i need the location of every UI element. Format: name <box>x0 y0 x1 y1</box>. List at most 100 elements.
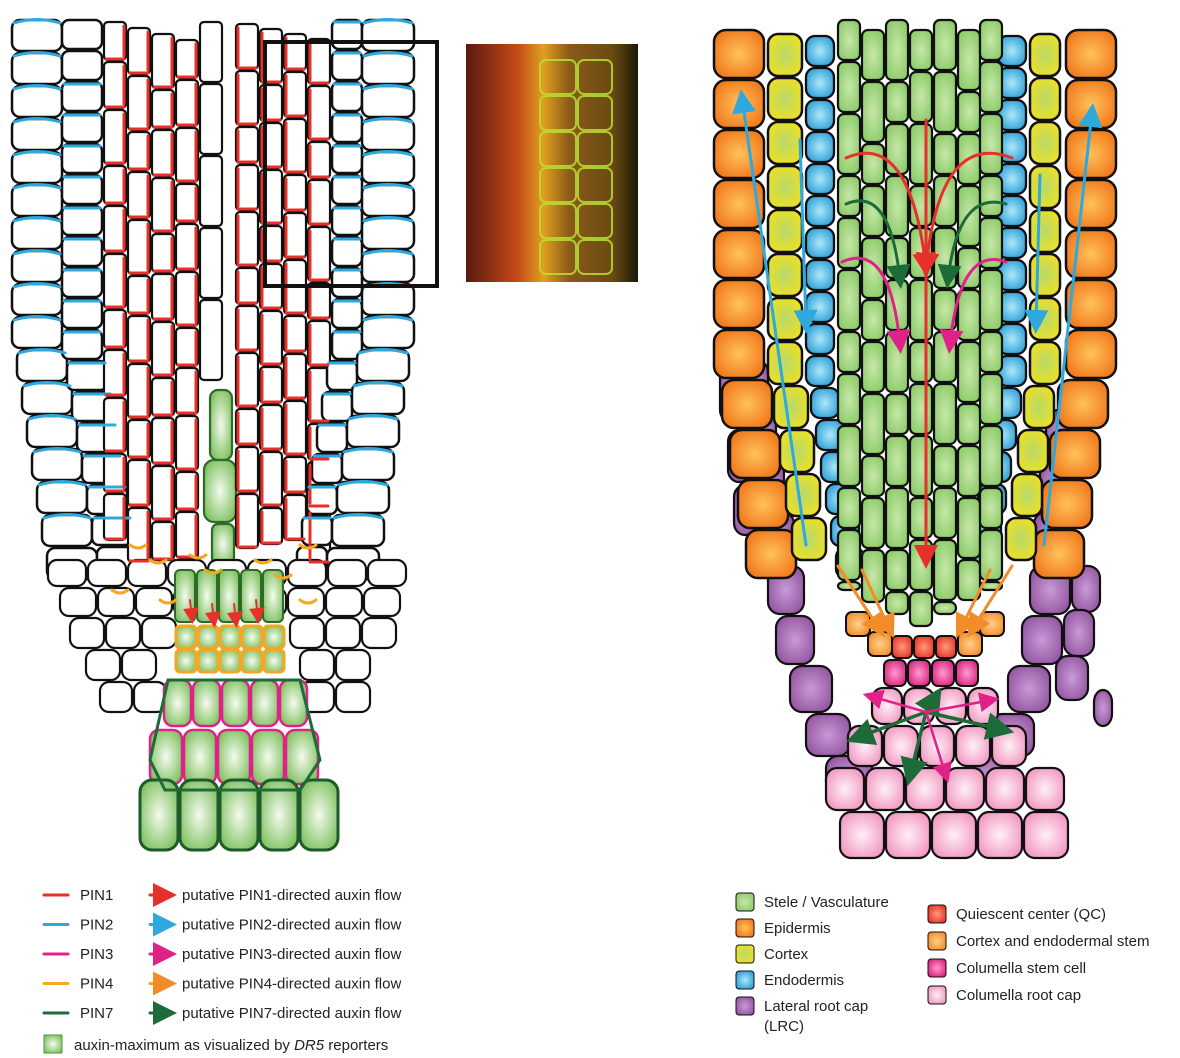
columella-cap-cell <box>932 812 976 858</box>
root-cap-cell <box>70 618 104 648</box>
cortex-cell <box>62 237 102 266</box>
lrc-cell <box>806 714 850 756</box>
root-cap-cell <box>336 650 370 680</box>
pin-name: PIN3 <box>80 946 113 963</box>
stele-cell <box>980 488 1002 528</box>
stele-cell <box>862 300 884 340</box>
epidermis-cell <box>332 515 384 546</box>
stele-cell <box>910 124 932 184</box>
epidermis-cell <box>12 53 62 84</box>
epidermis-cell <box>12 251 62 282</box>
cortex-cell <box>62 330 102 359</box>
cortex-cell <box>1018 430 1048 472</box>
cortex-cell <box>768 122 802 164</box>
stele-cell <box>958 30 980 90</box>
stele-cell <box>980 332 1002 372</box>
epidermis-cell <box>362 119 414 150</box>
cell-type-label: Epidermis <box>764 920 831 937</box>
cortex-cell <box>786 474 820 516</box>
epidermis-cell <box>12 218 62 249</box>
stele-cell <box>200 228 222 298</box>
root-cap-cell <box>48 560 86 586</box>
stele-cell <box>910 280 932 340</box>
stele-cell <box>910 384 932 434</box>
cell-type-legend: Stele / VasculatureEpidermisCortexEndode… <box>736 893 1149 1035</box>
epidermis-cell <box>722 380 772 428</box>
root-cap-cell <box>328 560 366 586</box>
columella-cell <box>218 730 250 784</box>
qc-cell <box>242 650 262 672</box>
endodermis-cell <box>806 260 834 290</box>
stele-cell <box>934 488 956 538</box>
confocal-micrograph-icon <box>466 44 638 282</box>
endodermis-cell <box>811 388 839 418</box>
cortex-cell <box>332 113 362 142</box>
epidermis-cell <box>27 416 77 447</box>
stele-cell <box>958 498 980 558</box>
epidermis-cell <box>12 284 62 315</box>
cortex-cell <box>1030 78 1060 120</box>
columella-cap-cell <box>956 726 990 766</box>
root-cap-cell <box>122 650 156 680</box>
stele-cell <box>958 342 980 402</box>
stele-cell <box>958 248 980 288</box>
cortex-cell <box>62 144 102 173</box>
epidermis-cell <box>1066 30 1116 78</box>
stele-cell <box>980 530 1002 580</box>
cortex-cell <box>322 392 352 421</box>
columella-cap-cell <box>826 768 864 810</box>
root-cap-cell <box>88 560 126 586</box>
stele-cell <box>980 114 1002 174</box>
lrc-cell <box>1008 666 1050 712</box>
columella-cap-cell <box>840 812 884 858</box>
cortex-cell <box>332 206 362 235</box>
cortex-cell <box>332 82 362 111</box>
pin-name: PIN2 <box>80 917 113 934</box>
stele-cell <box>910 342 932 382</box>
stele-cell <box>958 404 980 444</box>
epidermis-cell <box>347 416 399 447</box>
stele-cell <box>862 238 884 298</box>
epidermis-cell <box>714 80 764 128</box>
root-cap-cell <box>86 650 120 680</box>
legend-swatch <box>928 932 946 950</box>
lrc-cell <box>1056 656 1088 700</box>
stele-cell <box>934 176 956 226</box>
stele-cell <box>934 20 956 70</box>
stele-cell <box>200 300 222 380</box>
epidermis-cell <box>362 185 414 216</box>
stele-cell <box>910 592 932 626</box>
cell-type-label: Columella root cap <box>956 987 1081 1004</box>
stele-cell <box>838 62 860 112</box>
stele-cell <box>862 342 884 392</box>
epidermis-cell <box>714 280 764 328</box>
cortex-cell <box>768 34 802 76</box>
stele-cell <box>838 426 860 486</box>
epidermis-cell <box>12 152 62 183</box>
qc-cell <box>264 650 284 672</box>
endodermis-cell <box>806 324 834 354</box>
qc-cell <box>892 636 912 658</box>
epidermis-cell <box>12 317 62 348</box>
root-cap-cell <box>326 618 360 648</box>
stele-cell <box>838 114 860 174</box>
qc-cell <box>176 626 196 648</box>
epidermis-cell <box>362 284 414 315</box>
qc-cell <box>198 650 218 672</box>
cortex-cell <box>1024 386 1054 428</box>
stele-cell <box>838 270 860 330</box>
stele-cell <box>910 540 932 590</box>
stele-cell <box>200 156 222 226</box>
auxin-text-suffix: reporters <box>324 1037 388 1054</box>
epidermis-cell <box>746 530 796 578</box>
qc-cell <box>264 626 284 648</box>
root-cap-cell <box>142 618 176 648</box>
qc-cell <box>936 636 956 658</box>
cortex-cell <box>332 51 362 80</box>
cell-type-label: Stele / Vasculature <box>764 894 889 911</box>
lrc-cell <box>790 666 832 712</box>
stele-cell <box>980 426 1002 486</box>
endodermis-cell <box>806 132 834 162</box>
flow-label: putative PIN4-directed auxin flow <box>182 976 401 993</box>
